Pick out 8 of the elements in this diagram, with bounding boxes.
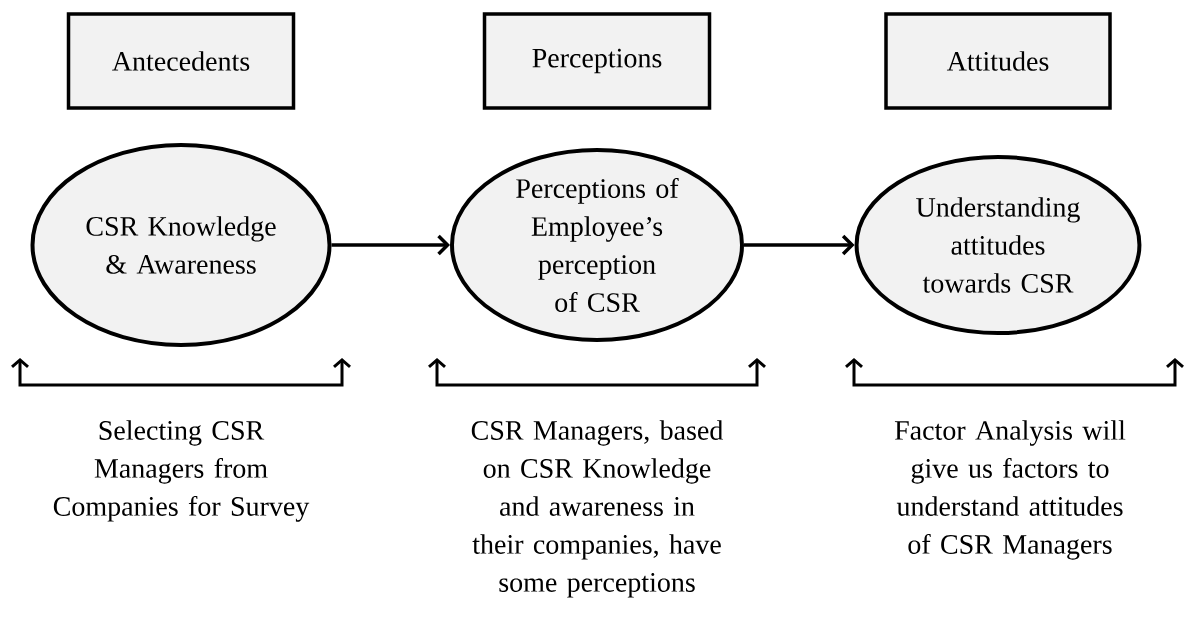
label-box: Attitudes	[884, 12, 1112, 110]
description-text: Factor Analysis will give us factors to understand attitudes of CSR Managers	[894, 420, 1126, 560]
description-text: Selecting CSR Managers from Companies for Survey	[53, 420, 310, 522]
label-box: Perceptions	[482, 12, 712, 110]
label-box: Antecedents	[66, 12, 296, 110]
description-text: CSR Managers, based on CSR Knowledge and awareness in their companies, have some perceptions	[471, 420, 723, 598]
arrow	[331, 234, 450, 256]
arrow	[744, 234, 855, 256]
